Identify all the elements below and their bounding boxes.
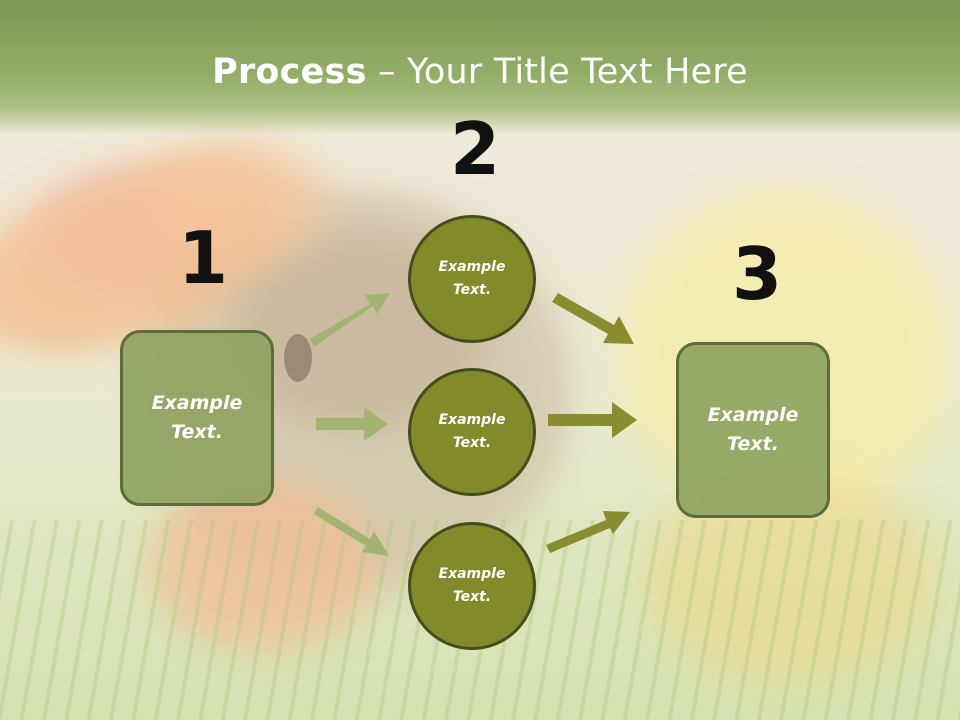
arrow-group-left [310,293,390,556]
step-number-1: 1 [178,216,229,300]
right-box-line2: Text. [727,433,779,455]
title-banner [0,0,960,135]
circle-bottom-line1: Example [438,566,506,582]
circle-top-line1: Example [438,259,506,275]
left-box-line1: Example [151,392,243,414]
arrow-from-circle-2 [548,402,637,438]
circle-bottom-line2: Text. [452,589,492,605]
step-number-3: 3 [732,232,783,316]
right-box-line1: Example [707,404,799,426]
background-bunny-eye [284,334,312,382]
circle-middle-line2: Text. [452,435,492,451]
title-bold: Process [212,52,367,92]
slide-title: Process – Your Title Text Here [0,52,960,92]
arrow-group-right [546,293,637,553]
background-egg-blur [150,480,380,650]
arrow-to-circle-3 [314,507,389,556]
title-rest: – Your Title Text Here [366,52,748,92]
circle-middle-line1: Example [438,412,506,428]
arrow-from-circle-1 [552,293,634,344]
background-ribbon-knot-blur [150,140,330,260]
arrow-from-circle-3 [546,511,630,553]
arrow-to-circle-1 [310,293,390,347]
step-number-2: 2 [450,107,501,191]
left-box-line2: Text. [171,421,223,443]
circle-top-line2: Text. [452,282,492,298]
arrow-to-circle-2 [316,407,388,441]
